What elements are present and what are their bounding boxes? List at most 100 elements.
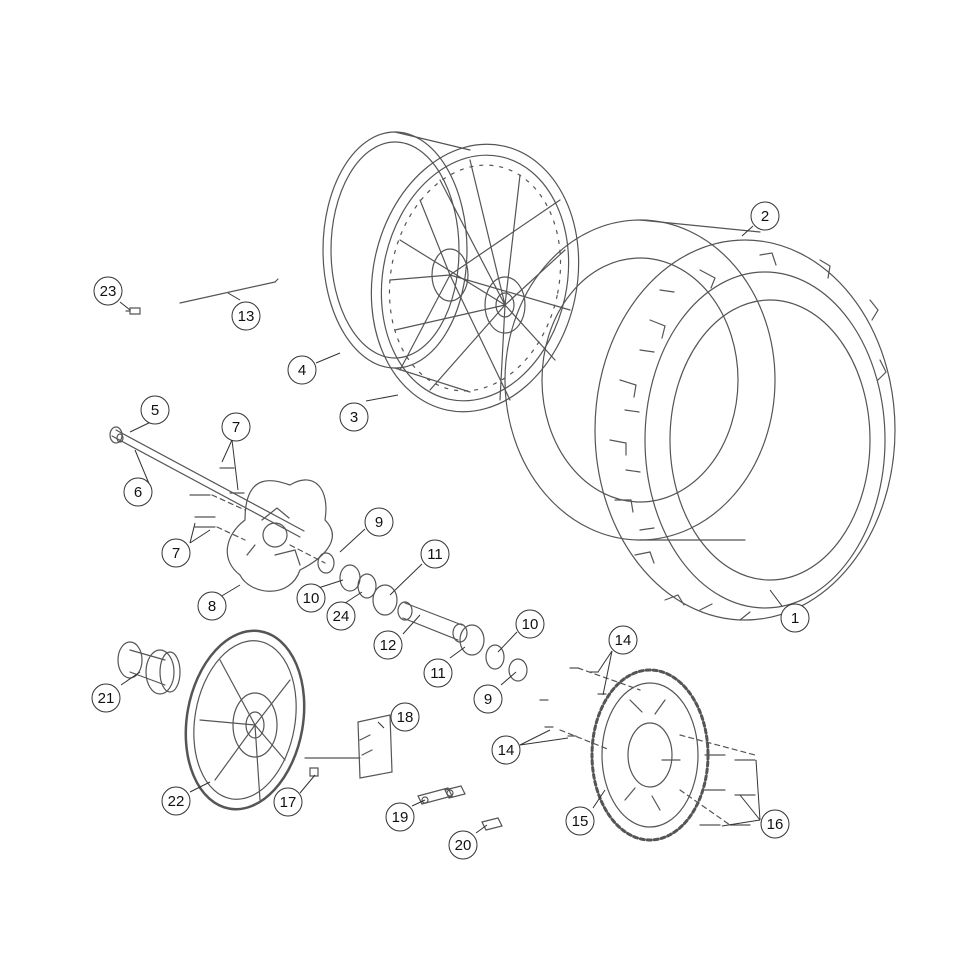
callout-number: 23 bbox=[100, 283, 117, 300]
callout-number: 1 bbox=[791, 610, 799, 627]
callout-number: 11 bbox=[427, 546, 443, 563]
callout-circle bbox=[140, 395, 170, 425]
callout-5: 5 bbox=[140, 395, 170, 425]
callout-14: 14 bbox=[491, 735, 521, 765]
callout-number: 8 bbox=[208, 598, 216, 615]
callout-circle bbox=[491, 735, 521, 765]
callout-circle bbox=[161, 786, 191, 816]
inner-tube-part bbox=[504, 219, 776, 541]
complete-wheel-part bbox=[184, 629, 306, 811]
callout-circle bbox=[161, 538, 191, 568]
callout-number: 13 bbox=[238, 308, 255, 325]
callout-21: 21 bbox=[91, 683, 121, 713]
callout-circle bbox=[390, 702, 420, 732]
spoke-nipple-part bbox=[125, 307, 141, 315]
callout-circle bbox=[231, 301, 261, 331]
callout-16: 16 bbox=[760, 809, 790, 839]
callout-circle bbox=[221, 412, 251, 442]
callout-circle bbox=[780, 603, 810, 633]
master-link-part bbox=[481, 817, 503, 831]
callout-number: 16 bbox=[767, 816, 784, 833]
callout-4: 4 bbox=[287, 355, 317, 385]
callout-2: 2 bbox=[750, 201, 780, 231]
callout-circle bbox=[760, 809, 790, 839]
callout-circle bbox=[565, 806, 595, 836]
callout-13: 13 bbox=[231, 301, 261, 331]
callout-number: 10 bbox=[522, 616, 539, 633]
axle-part bbox=[109, 426, 305, 538]
callout-number: 20 bbox=[455, 837, 472, 854]
callout-circle bbox=[515, 609, 545, 639]
callout-number: 9 bbox=[484, 691, 492, 708]
callout-19: 19 bbox=[385, 802, 415, 832]
hub-part bbox=[117, 641, 181, 695]
callout-number: 18 bbox=[397, 709, 414, 726]
chain-guide-part bbox=[304, 714, 393, 779]
callout-number: 2 bbox=[761, 208, 769, 225]
callout-9: 9 bbox=[364, 507, 394, 537]
callout-14: 14 bbox=[608, 625, 638, 655]
callout-circle bbox=[273, 787, 303, 817]
callout-circle bbox=[91, 683, 121, 713]
callout-number: 11 bbox=[430, 665, 446, 682]
spoke-part bbox=[179, 278, 279, 304]
callout-circle bbox=[123, 477, 153, 507]
callout-number: 4 bbox=[298, 362, 306, 379]
callout-15: 15 bbox=[565, 806, 595, 836]
callout-6: 6 bbox=[123, 477, 153, 507]
callout-1: 1 bbox=[780, 603, 810, 633]
callout-18: 18 bbox=[390, 702, 420, 732]
callout-number: 21 bbox=[98, 690, 115, 707]
callout-circle bbox=[420, 539, 450, 569]
callout-circle bbox=[197, 591, 227, 621]
callout-number: 10 bbox=[303, 590, 320, 607]
callout-circle bbox=[339, 402, 369, 432]
callout-12: 12 bbox=[373, 630, 403, 660]
callout-circle bbox=[93, 276, 123, 306]
callout-number: 17 bbox=[280, 794, 297, 811]
chain-links-part bbox=[417, 785, 466, 805]
callout-circle bbox=[326, 601, 356, 631]
callout-number: 15 bbox=[572, 813, 589, 830]
callout-11: 11 bbox=[420, 539, 450, 569]
callout-17: 17 bbox=[273, 787, 303, 817]
callout-number: 6 bbox=[134, 484, 142, 501]
brake-disc-part bbox=[189, 467, 333, 592]
callout-8: 8 bbox=[197, 591, 227, 621]
callout-circle bbox=[448, 830, 478, 860]
callout-number: 7 bbox=[172, 545, 180, 562]
callout-circle bbox=[473, 684, 503, 714]
callout-circle bbox=[423, 658, 453, 688]
callout-24: 24 bbox=[326, 601, 356, 631]
callout-11: 11 bbox=[423, 658, 453, 688]
callout-7: 7 bbox=[221, 412, 251, 442]
callout-circle bbox=[373, 630, 403, 660]
callout-number: 3 bbox=[350, 409, 358, 426]
callout-number: 7 bbox=[232, 419, 240, 436]
callout-number: 24 bbox=[333, 608, 350, 625]
callout-22: 22 bbox=[161, 786, 191, 816]
tyre-part bbox=[594, 239, 896, 621]
callout-circle bbox=[296, 583, 326, 613]
hub-bearings-part bbox=[289, 544, 528, 682]
callout-number: 22 bbox=[168, 793, 185, 810]
callout-20: 20 bbox=[448, 830, 478, 860]
callout-circle bbox=[385, 802, 415, 832]
callout-number: 14 bbox=[498, 742, 515, 759]
callout-circle bbox=[750, 201, 780, 231]
sprocket-part bbox=[539, 667, 756, 842]
callout-circle bbox=[364, 507, 394, 537]
callout-9: 9 bbox=[473, 684, 503, 714]
spoked-wheel-part bbox=[370, 143, 580, 413]
callout-23: 23 bbox=[93, 276, 123, 306]
callout-number: 9 bbox=[375, 514, 383, 531]
leader-lines bbox=[119, 225, 783, 834]
callout-circle bbox=[287, 355, 317, 385]
callout-10: 10 bbox=[296, 583, 326, 613]
callout-circle bbox=[608, 625, 638, 655]
callout-number: 12 bbox=[380, 637, 397, 654]
callout-number: 19 bbox=[392, 809, 409, 826]
